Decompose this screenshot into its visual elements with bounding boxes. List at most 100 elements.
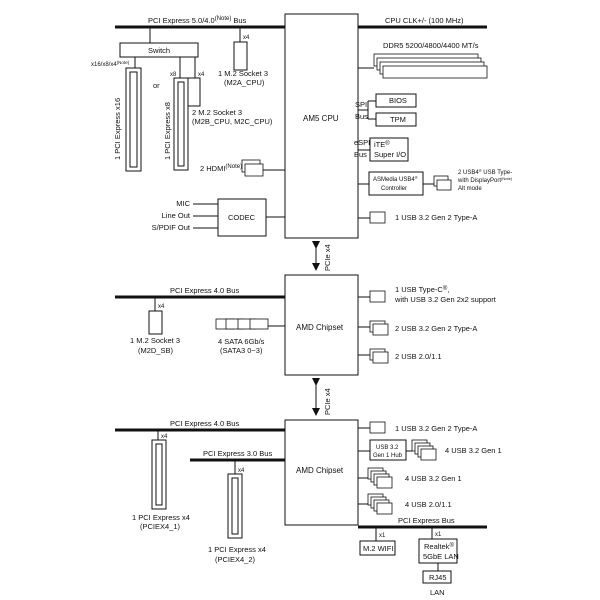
- chipset2-bus-label: PCI Express 4.0 Bus: [170, 419, 239, 428]
- cs2-usbg1-label: 4 USB 3.2 Gen 1: [405, 474, 462, 483]
- pcie3-bus-label: PCI Express 3.0 Bus: [203, 449, 272, 458]
- cs1-usb20-label: 2 USB 2.0/1.1: [395, 352, 442, 361]
- spi-label: SPI: [355, 100, 367, 109]
- pciex4-2-x4-label: x4: [238, 468, 245, 474]
- chipset1-x4-label: x4: [158, 304, 165, 310]
- link2-label: PCIe x4: [323, 388, 332, 415]
- m2d-label1: 1 M.2 Socket 3: [130, 336, 180, 345]
- m2-wifi-block: [359, 540, 396, 556]
- x4b-label: x4: [198, 72, 205, 78]
- cpu-pcie-bus-label: PCI Express 5.0/4.0(Note)Bus: [148, 16, 247, 25]
- x8-label: x8: [170, 72, 177, 78]
- lineout-label: Line Out: [162, 211, 191, 220]
- hub-label2: Gen 1 Hub: [373, 453, 403, 459]
- pcie-x8-label: 1 PCI Express x8: [163, 102, 172, 160]
- cpu-usb-port: [369, 211, 386, 224]
- m2d-label2: (M2D_SB): [138, 346, 174, 355]
- realtek-lan-block: [418, 538, 458, 564]
- mic-label: MIC: [176, 199, 190, 208]
- usb4-label2: with DisplayPort(Note): [457, 176, 513, 184]
- pciex4-2-label1: 1 PCI Express x4: [208, 545, 266, 554]
- asmedia-label1: ASMedia USB4®: [373, 175, 418, 183]
- asmedia-label2: Controller: [381, 186, 407, 192]
- chipset1-block: [284, 274, 359, 376]
- wifi-x1-label: x1: [379, 533, 386, 539]
- m2a-label2: (M2A_CPU): [224, 78, 265, 87]
- cs2-usb20-label: 4 USB 2.0/1.1: [405, 500, 452, 509]
- cs1-usb20-port-2: [372, 351, 389, 364]
- chipset1-label: AMD Chipset: [296, 323, 344, 332]
- x4a-label: x4: [243, 35, 250, 41]
- pciex4-2-label2: (PCIEX4_2): [215, 555, 256, 564]
- superio-label: Super I/O: [374, 150, 406, 159]
- m2a-label1: 1 M.2 Socket 3: [218, 69, 268, 78]
- hdmi-port-2: [244, 163, 264, 177]
- cs1-usbg2-label: 2 USB 3.2 Gen 2 Type-A: [395, 324, 477, 333]
- cpu-usb32-label: 1 USB 3.2 Gen 2 Type-A: [395, 213, 477, 222]
- typec-label1: 1 USB Type-C®,: [395, 285, 449, 294]
- espi-label: eSPI: [354, 138, 370, 147]
- cs1-usbg2-port-2: [372, 323, 389, 336]
- cs2-usbg2-port: [369, 421, 386, 434]
- m2-wifi-label: M.2 WIFI: [363, 544, 393, 553]
- tpm-block: [375, 112, 417, 127]
- cs2-usb20-ports: [367, 493, 393, 515]
- lan-x1-label: x1: [435, 532, 442, 538]
- usb4-label1: 2 USB4® USB Type-: [458, 168, 512, 176]
- superio-block: [369, 137, 409, 162]
- realtek-label: Realtek®: [424, 542, 454, 551]
- switch-label: Switch: [148, 46, 170, 55]
- m2b-socket: [187, 77, 201, 107]
- pciex4-1-label2: (PCIEX4_1): [140, 522, 181, 531]
- cpu-clk-label: CPU CLK+/- (100 MHz): [385, 16, 464, 25]
- cs2-usbg2-label: 1 USB 3.2 Gen 2 Type-A: [395, 424, 477, 433]
- lan5g-label: 5GbE LAN: [423, 552, 459, 561]
- ddr-modules: [373, 53, 488, 79]
- codec-label: CODEC: [228, 213, 256, 222]
- hub-label1: USB 3.2: [376, 445, 399, 451]
- chipset2-block: [284, 419, 359, 526]
- rj45-block: [422, 570, 452, 584]
- spdif-label: S/PDIF Out: [152, 223, 191, 232]
- cpu-label: AM5 CPU: [303, 114, 339, 123]
- m2b-label1: 2 M.2 Socket 3: [192, 108, 242, 117]
- x16-label: x16/x8/x4(Note): [91, 60, 130, 68]
- pciex4-1-label1: 1 PCI Express x4: [132, 513, 190, 522]
- rj45-label: RJ45: [429, 573, 447, 582]
- codec-block: [217, 198, 267, 237]
- lan-label: LAN: [430, 588, 445, 597]
- m2a-socket: [233, 41, 248, 71]
- pci-express-bus-label: PCI Express Bus: [398, 516, 455, 525]
- hub-usb-ports: [411, 439, 437, 461]
- chipset2-label: AMD Chipset: [296, 466, 344, 475]
- pciex4-1-x4-label: x4: [161, 434, 168, 440]
- ddr-label: DDR5 5200/4800/4400 MT/s: [383, 41, 479, 50]
- spi-bus-label: Bus: [355, 112, 368, 121]
- bios-label: BIOS: [389, 96, 407, 105]
- usb4-label3: Alt mode: [458, 186, 482, 192]
- bios-block: [375, 93, 417, 108]
- or-label: or: [153, 81, 160, 90]
- tpm-label: TPM: [390, 115, 406, 124]
- usb4-port-2: [436, 179, 452, 191]
- ite-label: iTE®: [374, 140, 390, 149]
- sata-label1: 4 SATA 6Gb/s: [218, 337, 265, 346]
- m2d-socket: [148, 310, 163, 335]
- switch-block: [119, 42, 199, 58]
- typec-label2: with USB 3.2 Gen 2x2 support: [394, 295, 497, 304]
- sata-label2: (SATA3 0~3): [220, 346, 263, 355]
- hub-usb-label: 4 USB 3.2 Gen 1: [445, 446, 502, 455]
- usb-hub-block: [369, 439, 407, 461]
- cs2-usbg1-ports: [367, 467, 393, 489]
- sata-ports: [215, 318, 269, 330]
- chipset1-bus-label: PCI Express 4.0 Bus: [170, 286, 239, 295]
- pcie-x16-label: 1 PCI Express x16: [113, 98, 122, 160]
- typec-port: [369, 290, 386, 303]
- hdmi-label: 2 HDMI(Note): [200, 164, 242, 173]
- link1-label: PCIe x4: [323, 244, 332, 271]
- espi-bus-label: Bus: [354, 150, 367, 159]
- m2b-label2: (M2B_CPU, M2C_CPU): [192, 117, 273, 126]
- cpu-block: [284, 13, 359, 239]
